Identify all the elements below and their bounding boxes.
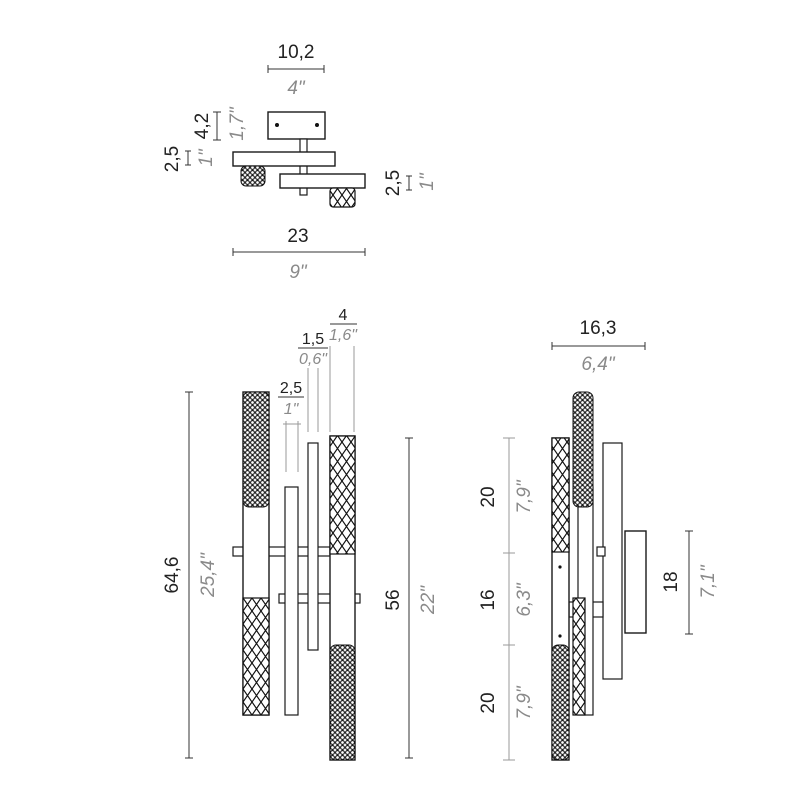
side-view: 16,3 6,4" 20 7,9" 16 6,3" 20 7,9" 18 7,1…: [478, 318, 719, 761]
front-depth-c-in: 1": [284, 401, 300, 418]
top-dot-tube: [240, 165, 266, 187]
top-height-cm: 4,2: [192, 113, 213, 139]
top-total-cm: 23: [287, 226, 308, 247]
side-back-rod: [602, 442, 623, 680]
side-width-cm: 16,3: [580, 318, 617, 339]
front-height-right-in: 22": [418, 585, 439, 615]
top-bar-lower: [279, 173, 366, 189]
side-seg-mid-cm: 16: [478, 589, 499, 610]
top-width-in: 4": [287, 78, 306, 99]
front-view: 4 1,6" 1,5 0,6" 2,5 1" 64,6 25,4" 56 22": [162, 307, 439, 761]
front-height-left-cm: 64,6: [162, 557, 183, 594]
top-height-in: 1,7": [227, 106, 248, 140]
top-view: 10,2 4" 4,2 1,7" 2,5 1" 2,5 1" 23 9": [162, 42, 438, 283]
top-left-offset-in: 1": [196, 148, 217, 167]
front-height-left-in: 25,4": [198, 552, 219, 598]
front-depth-a-cm: 4: [339, 307, 348, 324]
side-plate-cm: 18: [661, 571, 682, 592]
front-rod-2: [307, 442, 319, 651]
front-rod-1: [284, 486, 299, 716]
top-bar-upper: [232, 151, 336, 167]
top-width-cm: 10,2: [278, 42, 315, 63]
front-depth-a-in: 1,6": [329, 327, 358, 344]
side-width-in: 6,4": [581, 354, 615, 375]
side-seg-bot-in: 7,9": [514, 685, 535, 719]
front-height-right-cm: 56: [383, 589, 404, 610]
side-plate-in: 7,1": [698, 564, 719, 598]
top-x-tube: [329, 187, 356, 208]
top-right-offset-cm: 2,5: [383, 170, 404, 196]
front-depth-b-in: 0,6": [299, 351, 328, 368]
side-seg-mid-in: 6,3": [514, 582, 535, 616]
side-seg-top-in: 7,9": [514, 479, 535, 513]
side-wall-plate: [624, 530, 647, 634]
top-total-in: 9": [289, 262, 308, 283]
top-right-offset-in: 1": [417, 172, 438, 191]
top-left-offset-cm: 2,5: [162, 146, 183, 172]
front-depth-b-cm: 1,5: [302, 331, 324, 348]
front-depth-c-cm: 2,5: [280, 380, 302, 397]
side-seg-bot-cm: 20: [478, 692, 499, 713]
side-seg-top-cm: 20: [478, 486, 499, 507]
